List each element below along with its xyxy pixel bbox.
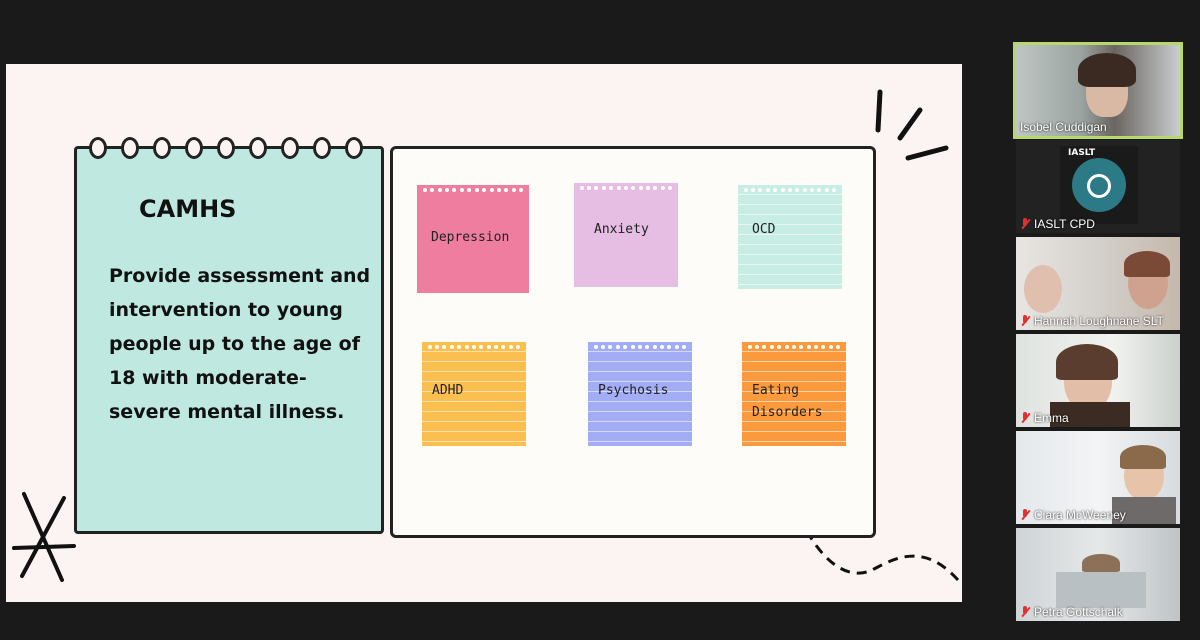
note-label: Psychosis [598,383,669,398]
note-depression: Depression [417,185,529,293]
note-label: Eating Disorders [752,383,823,420]
participant-tile[interactable]: Isobel Cuddigan [1013,42,1183,139]
participant-name: Isobel Cuddigan [1020,120,1107,134]
participant-name: Ciara McWeeney [1020,508,1126,522]
iaslt-logo: IASLT [1060,146,1138,224]
note-label: Depression [431,230,510,245]
participant-name: Petra Gottschalk [1020,605,1123,619]
participant-tile[interactable]: Petra Gottschalk [1016,528,1180,621]
video-feed [1016,334,1180,427]
shared-slide: CAMHS Provide assessment and interventio… [6,64,962,602]
video-feed [1016,45,1180,136]
participant-name: IASLT CPD [1020,217,1095,231]
note-psychosis: Psychosis [588,342,692,446]
video-feed [1016,431,1180,524]
notes-board: Depression Anxiety OCD ADHD Psychosis Ea… [390,146,876,538]
muted-mic-icon [1020,509,1030,521]
muted-mic-icon [1020,412,1030,424]
asterisk-doodle [12,492,76,582]
muted-mic-icon [1020,218,1030,230]
participant-name: Hannah Loughnane SLT [1020,314,1164,328]
participant-tile[interactable]: IASLT IASLT CPD [1016,140,1180,233]
participant-tile[interactable]: Hannah Loughnane SLT [1016,237,1180,330]
note-label: ADHD [432,383,464,398]
participant-tile[interactable]: Ciara McWeeney [1016,431,1180,524]
note-adhd: ADHD [422,342,526,446]
note-label: OCD [752,222,776,237]
note-anxiety: Anxiety [574,183,678,287]
note-eating-disorders: Eating Disorders [742,342,846,446]
note-ocd: OCD [738,185,842,289]
notepad-body: Provide assessment and intervention to y… [109,265,371,423]
notepad-rings [83,137,383,167]
video-feed [1016,237,1180,330]
muted-mic-icon [1020,606,1030,618]
muted-mic-icon [1020,315,1030,327]
notepad-title: CAMHS [139,195,237,223]
decorative-strokes [875,89,949,161]
camhs-notepad: CAMHS Provide assessment and interventio… [74,137,384,534]
participant-tile[interactable]: Emma [1016,334,1180,427]
video-feed: IASLT [1016,140,1180,233]
participant-name: Emma [1020,411,1069,425]
note-label: Anxiety [594,222,649,237]
video-feed [1016,528,1180,621]
